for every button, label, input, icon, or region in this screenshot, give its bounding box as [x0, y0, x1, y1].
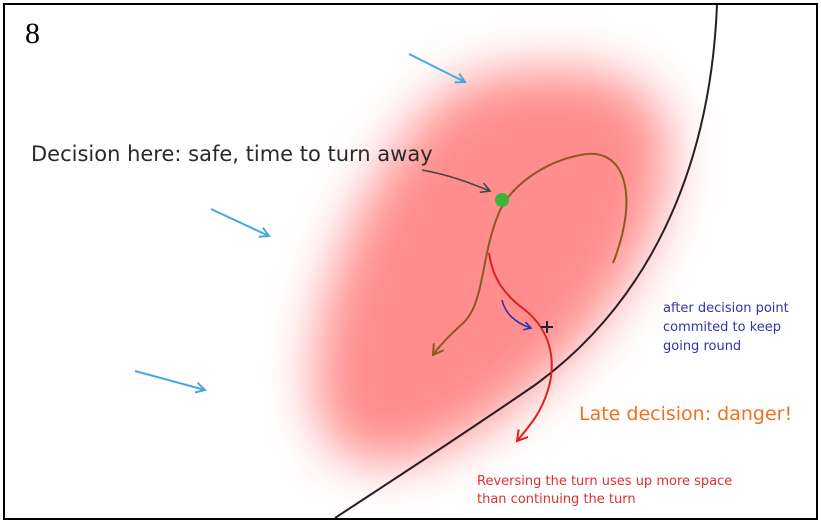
late-path	[488, 252, 553, 443]
wind-arrow	[408, 53, 465, 82]
decision-point	[495, 193, 509, 207]
committed-arrow	[501, 299, 533, 331]
committed-note-line: commited to keep	[663, 320, 782, 335]
committed-note-line: after decision point	[663, 301, 789, 316]
slide-number: 8	[25, 17, 40, 50]
diagram-frame: 8 Decision here: safe, time to turn away…	[3, 3, 818, 520]
late-decision-marker	[541, 321, 553, 333]
boundary-curve	[334, 5, 718, 518]
diagram-canvas	[134, 5, 718, 518]
committed-note: after decision point commited to keep go…	[663, 299, 789, 356]
decision-safe-label: Decision here: safe, time to turn away	[31, 142, 433, 166]
wind-arrow	[210, 208, 269, 236]
wind-arrow	[134, 370, 205, 390]
pointer-arrow	[421, 169, 492, 194]
committed-note-line: going round	[663, 339, 742, 354]
reversing-note: Reversing the turn uses up more space th…	[477, 473, 732, 509]
late-decision-label: Late decision: danger!	[579, 403, 793, 425]
reversing-note-line: Reversing the turn uses up more space	[477, 474, 733, 489]
reversing-note-line: than continuing the turn	[477, 492, 636, 507]
